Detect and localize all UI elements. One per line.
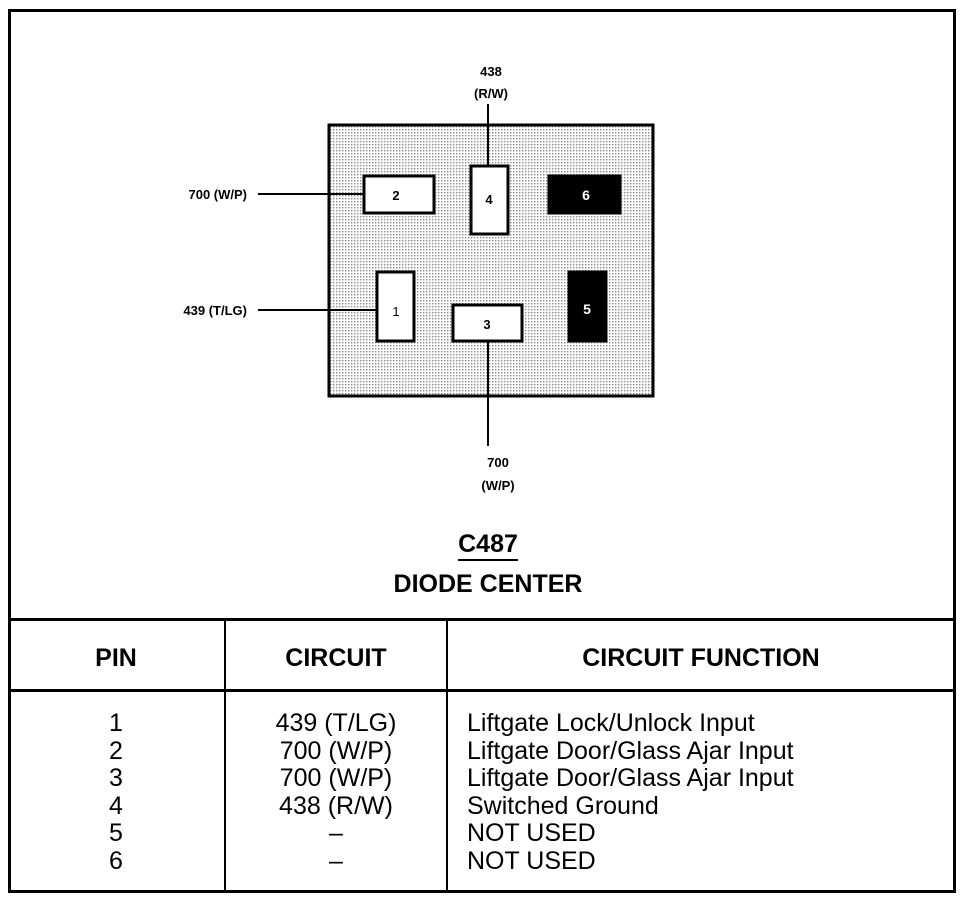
table-cell-pin: 4 xyxy=(109,791,123,820)
svg-text:5: 5 xyxy=(583,301,591,317)
svg-text:3: 3 xyxy=(483,317,490,332)
header-circuit: CIRCUIT xyxy=(285,644,387,672)
table-cell-function: NOT USED xyxy=(467,846,596,875)
column-divider-1 xyxy=(224,618,226,890)
column-divider-2 xyxy=(446,618,448,890)
wire-label-left-lower: 439 (T/LG) xyxy=(183,303,247,318)
table-cell-circuit: 438 (R/W) xyxy=(279,791,393,820)
table-top-border xyxy=(8,618,956,621)
svg-text:4: 4 xyxy=(485,192,493,207)
circuit-column: 439 (T/LG) 700 (W/P) 700 (W/P) 438 (R/W)… xyxy=(226,709,446,876)
pin-1: 1 xyxy=(375,270,416,343)
wire-label-bottom-number: 700 xyxy=(487,455,509,470)
pin-5: 5 xyxy=(567,270,608,343)
svg-text:1: 1 xyxy=(392,304,399,319)
header-circuit-function: CIRCUIT FUNCTION xyxy=(582,644,820,672)
svg-text:2: 2 xyxy=(392,188,399,203)
connector-name: DIODE CENTER xyxy=(393,570,583,598)
table-cell-function: NOT USED xyxy=(467,819,596,848)
table-header-divider xyxy=(8,689,956,692)
function-column: Liftgate Lock/Unlock Input Liftgate Door… xyxy=(467,709,947,876)
pin-4: 4 xyxy=(469,164,510,236)
table-cell-function: Liftgate Door/Glass Ajar Input xyxy=(467,764,794,793)
table-cell-pin: 3 xyxy=(109,764,123,793)
svg-text:6: 6 xyxy=(582,187,590,203)
table-cell-function: Liftgate Door/Glass Ajar Input xyxy=(467,736,794,765)
wire-label-bottom-color: (W/P) xyxy=(481,478,514,493)
table-cell-pin: 2 xyxy=(109,736,123,765)
table-cell-circuit: 700 (W/P) xyxy=(279,764,393,793)
table-cell-circuit: – xyxy=(329,819,343,848)
table-cell-function: Liftgate Lock/Unlock Input xyxy=(467,709,755,737)
pin-column: 1 2 3 4 5 6 xyxy=(8,709,224,876)
table-cell-pin: 5 xyxy=(109,819,123,848)
connector-diagram: 2 4 6 1 3 5 438 (R/W) 700 (W/P) 439 (T/L… xyxy=(183,64,655,493)
table-cell-circuit: – xyxy=(329,846,343,875)
pin-6: 6 xyxy=(547,174,622,215)
table-cell-function: Switched Ground xyxy=(467,791,659,820)
table-cell-pin: 1 xyxy=(109,709,123,737)
wire-label-left-upper: 700 (W/P) xyxy=(188,187,247,202)
wire-label-top-number: 438 xyxy=(480,64,502,79)
pin-2: 2 xyxy=(362,174,436,215)
header-pin: PIN xyxy=(95,644,137,672)
pin-3: 3 xyxy=(451,303,524,343)
table-cell-circuit: 700 (W/P) xyxy=(279,736,393,765)
table-cell-circuit: 439 (T/LG) xyxy=(275,709,397,737)
page-frame xyxy=(8,9,956,893)
wire-label-top-color: (R/W) xyxy=(474,86,508,101)
connector-id: C487 xyxy=(0,530,976,561)
table-cell-pin: 6 xyxy=(109,846,123,875)
